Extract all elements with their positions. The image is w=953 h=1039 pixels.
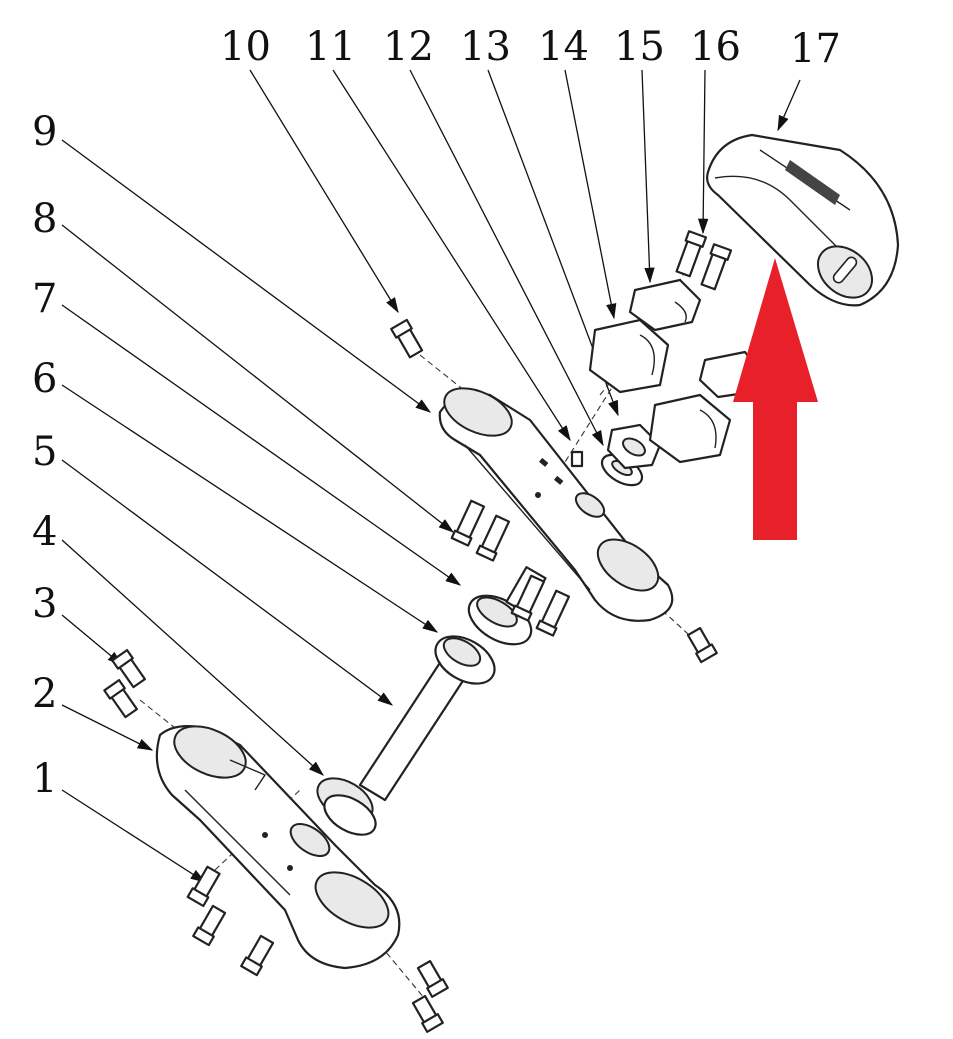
riser-bolts: [675, 230, 733, 291]
lower-clamp-bolts: [103, 648, 449, 1033]
label-2: 2: [32, 671, 57, 717]
upper-clamp-bolts: [390, 318, 718, 664]
label-17: 17: [790, 26, 841, 72]
part-labels: 1 2 3 4 5 6 7 8 9 10 11 12 13 14 15 16 1…: [32, 24, 841, 802]
label-4: 4: [32, 509, 57, 555]
label-6: 6: [32, 356, 57, 402]
label-15: 15: [614, 24, 665, 70]
label-9: 9: [32, 109, 57, 155]
lower-triple-clamp: [155, 725, 401, 970]
label-3: 3: [32, 581, 57, 627]
steering-stem: [316, 653, 472, 836]
washer-and-nut: [600, 423, 662, 487]
label-13: 13: [460, 24, 511, 70]
upper-triple-clamp: [438, 387, 674, 622]
handlebar-risers: [588, 278, 762, 464]
label-1: 1: [32, 756, 57, 802]
label-12: 12: [383, 24, 434, 70]
leader-lines: [61, 69, 801, 883]
label-10: 10: [220, 24, 271, 70]
label-14: 14: [538, 24, 589, 70]
label-11: 11: [305, 24, 356, 70]
label-8: 8: [32, 196, 57, 242]
label-7: 7: [32, 276, 57, 322]
label-16: 16: [690, 24, 741, 70]
handlebar-pad: [706, 133, 900, 307]
label-5: 5: [32, 429, 57, 475]
red-arrow-icon: [733, 258, 818, 540]
